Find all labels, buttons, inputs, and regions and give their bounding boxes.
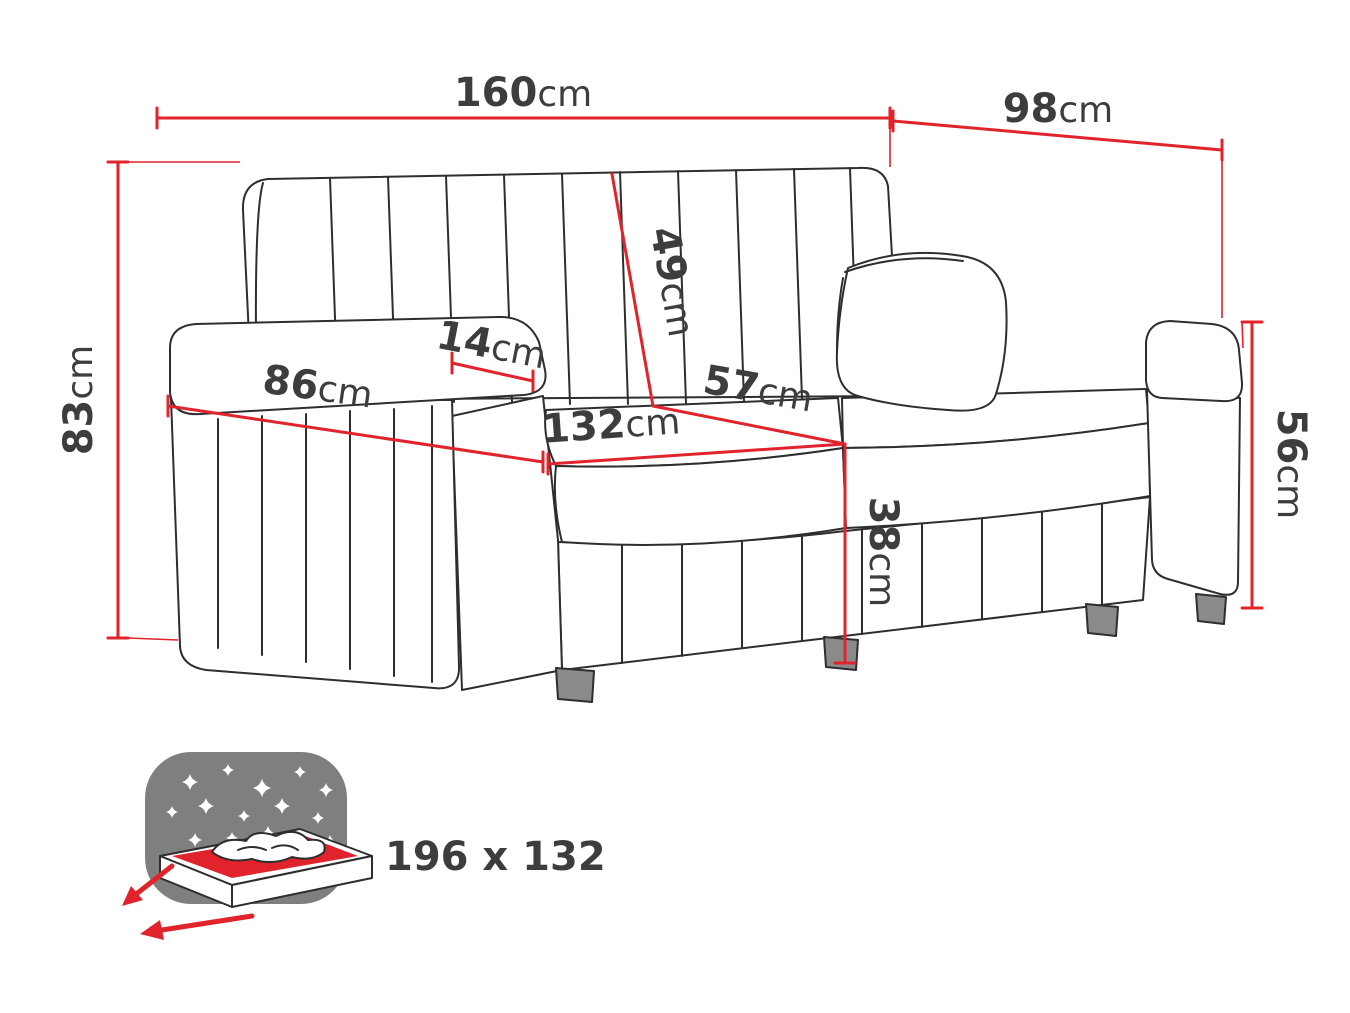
dim-overall-width-label: 160cm bbox=[454, 70, 592, 116]
sofa-left-arm-inner-panel bbox=[451, 395, 563, 691]
sofa-pillow bbox=[835, 251, 1008, 412]
dim-overall-height: 83cm bbox=[56, 160, 240, 641]
sofa-illustration bbox=[169, 166, 1244, 703]
dim-seat-height: 38cm bbox=[833, 442, 906, 665]
fold-out-bed-night-icon: 196 x 132 bbox=[122, 752, 606, 940]
dim-backrest-height: 49cm bbox=[610, 172, 705, 408]
night-stars bbox=[166, 764, 337, 878]
dim-armrest-length: 86cm bbox=[166, 357, 545, 474]
dimension-lines: 160cm 98cm 83cm 49cm 57cm bbox=[56, 70, 1314, 665]
dim-seat-width: 132cm bbox=[540, 397, 847, 476]
dim-overall-depth-label: 98cm bbox=[1003, 86, 1114, 132]
sleeping-area-size-label: 196 x 132 bbox=[385, 834, 606, 880]
sofa-right-arm bbox=[1145, 320, 1244, 596]
dim-overall-depth: 98cm bbox=[891, 86, 1224, 318]
sofa-left-arm bbox=[169, 315, 547, 690]
dim-seat-depth-label: 57cm bbox=[700, 357, 817, 421]
dim-overall-height-label: 83cm bbox=[56, 345, 102, 456]
dim-seat-width-label: 132cm bbox=[540, 397, 681, 453]
dim-seat-height-label: 38cm bbox=[860, 497, 906, 608]
dim-seat-depth: 57cm bbox=[651, 357, 847, 446]
bed-blanket bbox=[211, 830, 326, 863]
dim-arm-height: 56cm bbox=[1240, 320, 1314, 610]
unfold-arrows bbox=[122, 863, 255, 940]
dim-overall-width: 160cm bbox=[155, 70, 892, 167]
dim-arm-height-label: 56cm bbox=[1268, 409, 1314, 520]
dim-armrest-length-label: 86cm bbox=[260, 357, 376, 418]
dim-backrest-height-label: 49cm bbox=[641, 223, 705, 340]
